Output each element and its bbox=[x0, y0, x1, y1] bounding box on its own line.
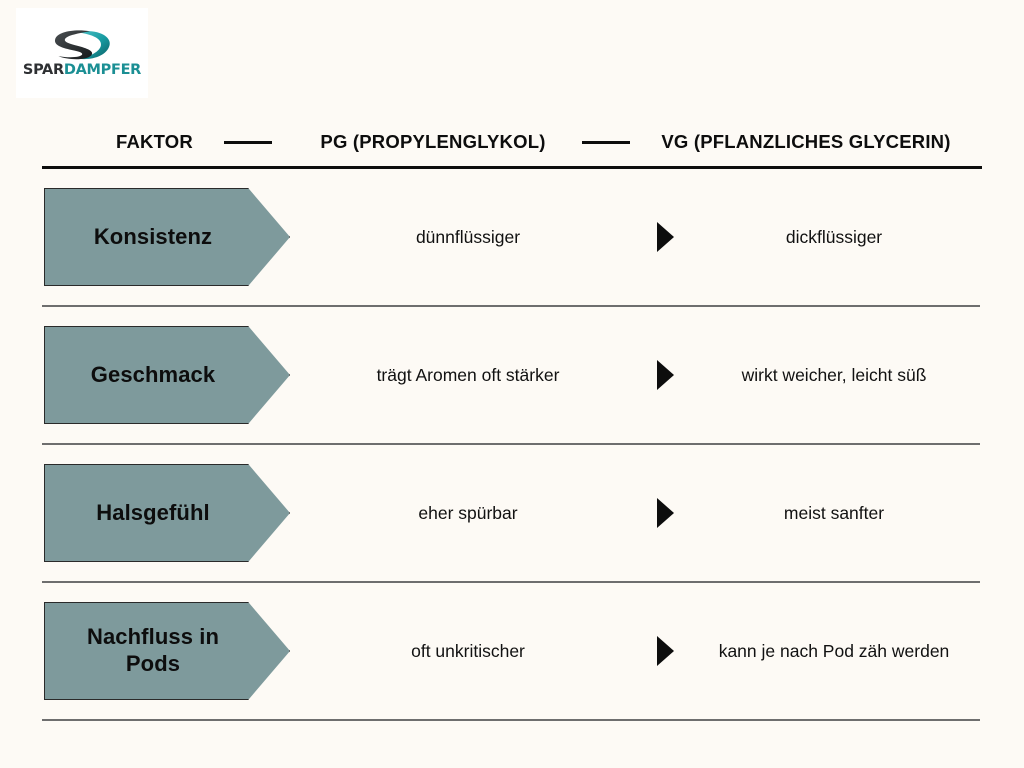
pg-value: oft unkritischer bbox=[411, 640, 525, 661]
comparison-arrow bbox=[644, 636, 686, 666]
factor-label: Halsgefühl bbox=[96, 499, 210, 525]
comparison-table: FAKTOR PG (PROPYLENGLYKOL) VG (PFLANZLIC… bbox=[42, 118, 982, 721]
table-row: Geschmack trägt Aromen oft stärker wirkt… bbox=[42, 307, 982, 443]
brand-wordmark: SPARDAMPFER bbox=[23, 63, 141, 78]
table-row: Nachfluss in Pods oft unkritischer kann … bbox=[42, 583, 982, 719]
factor-pennant: Konsistenz bbox=[44, 188, 290, 286]
factor-pennant: Halsgefühl bbox=[44, 464, 290, 562]
row-separator bbox=[42, 581, 980, 583]
row-separator bbox=[42, 443, 980, 445]
vg-value: dickflüssiger bbox=[785, 226, 883, 247]
triangle-right-icon bbox=[656, 636, 674, 666]
vg-value: kann je nach Pod zäh werden bbox=[718, 640, 950, 661]
comparison-arrow bbox=[644, 498, 686, 528]
header-divider-dash-2 bbox=[582, 140, 630, 144]
table-row: Halsgefühl eher spürbar meist sanfter bbox=[42, 445, 982, 581]
header-divider-dash-1 bbox=[224, 140, 272, 144]
table-header-row: FAKTOR PG (PROPYLENGLYKOL) VG (PFLANZLIC… bbox=[42, 118, 982, 166]
factor-pennant-wrapper: Geschmack bbox=[42, 326, 292, 424]
pg-value: trägt Aromen oft stärker bbox=[376, 364, 560, 385]
factor-pennant-wrapper: Konsistenz bbox=[42, 188, 292, 286]
vg-value: wirkt weicher, leicht süß bbox=[741, 364, 927, 385]
pg-value: eher spürbar bbox=[418, 502, 518, 523]
table-row: Konsistenz dünnflüssiger dickflüssiger bbox=[42, 169, 982, 305]
factor-label: Geschmack bbox=[90, 361, 216, 387]
factor-pennant: Nachfluss in Pods bbox=[44, 602, 290, 700]
brand-logo: SPARDAMPFER bbox=[16, 8, 148, 98]
table-bottom-rule bbox=[42, 719, 980, 721]
triangle-right-icon bbox=[656, 498, 674, 528]
header-rule bbox=[42, 166, 982, 169]
brand-wordmark-spar: SPAR bbox=[22, 62, 64, 79]
column-header-vg: VG (PFLANZLICHES GLYCERIN) bbox=[661, 131, 951, 152]
column-header-pg: PG (PROPYLENGLYKOL) bbox=[320, 131, 546, 152]
comparison-arrow bbox=[644, 360, 686, 390]
vg-value: meist sanfter bbox=[783, 502, 885, 523]
factor-pennant: Geschmack bbox=[44, 326, 290, 424]
triangle-right-icon bbox=[656, 360, 674, 390]
brand-wordmark-dampfer: DAMPFER bbox=[63, 62, 142, 79]
factor-label: Nachfluss in Pods bbox=[86, 624, 219, 676]
pg-value: dünnflüssiger bbox=[415, 226, 521, 247]
factor-pennant-wrapper: Halsgefühl bbox=[42, 464, 292, 562]
row-separator bbox=[42, 305, 980, 307]
triangle-right-icon bbox=[656, 222, 674, 252]
sd-monogram-icon bbox=[54, 30, 110, 60]
factor-pennant-wrapper: Nachfluss in Pods bbox=[42, 602, 292, 700]
column-header-factor: FAKTOR bbox=[116, 131, 193, 152]
factor-label: Konsistenz bbox=[93, 223, 213, 249]
comparison-arrow bbox=[644, 222, 686, 252]
